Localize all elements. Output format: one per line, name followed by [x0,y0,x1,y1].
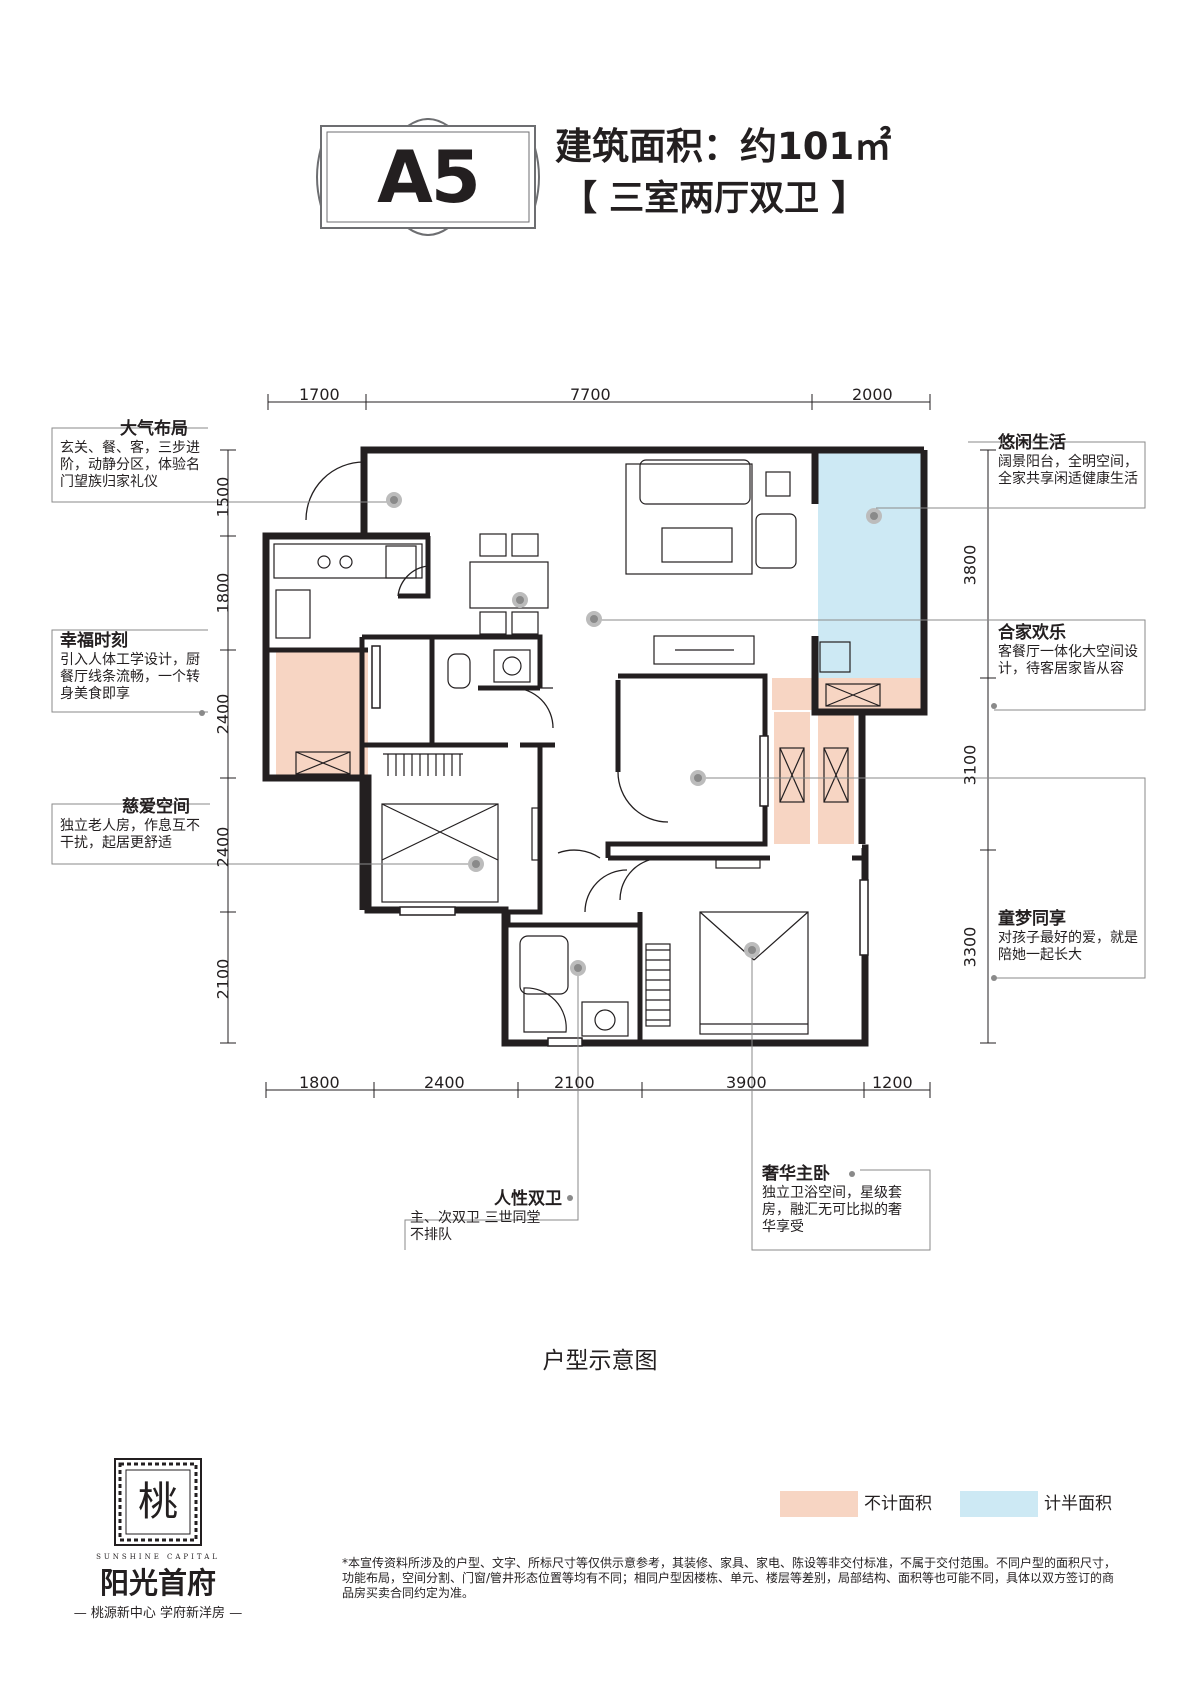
annotation-entry: 大气布局 玄关、餐、客，三步进 阶，动静分区，体验名 门望族归家礼仪 [60,419,200,490]
dim-top-1: 1700 [299,385,340,404]
annotation-bathrooms: 人性双卫 主、次双卫 三世同堂 不排队 [410,1189,562,1243]
annotation-title: 幸福时刻 [60,631,128,651]
annotation-title: 慈爱空间 [122,797,190,817]
dim-top-3: 2000 [852,385,893,404]
annotation-balcony: 悠闲生活 阔景阳台，全明空间， 全家共享闲适健康生活 [998,433,1138,487]
plan-caption: 户型示意图 [542,1348,658,1374]
layout-type: 【 三室两厅双卫 】 [562,179,867,219]
legend-label-half-counted: 计半面积 [1044,1494,1112,1514]
annotation-master-bedroom: 奢华主卧 独立卫浴空间，星级套 房，融汇无可比拟的奢 华享受 [762,1164,902,1235]
annotation-kids-room: 童梦同享 对孩子最好的爱，就是 陪她一起长大 [998,909,1138,963]
building-area-title: 建筑面积：约101㎡ [555,125,892,168]
disclaimer: *本宣传资料所涉及的户型、文字、所标尺寸等仅供示意参考，其装修、家具、家电、陈设… [342,1556,1117,1600]
unit-code: A5 [377,135,481,219]
unit-title-plate [316,118,540,236]
dim-left-1: 1500 [213,476,233,518]
annotation-title: 悠闲生活 [998,433,1066,453]
dim-bottom-2: 2400 [424,1073,465,1092]
brand-slogan: — 桃源新中心 学府新洋房 — [73,1606,243,1621]
dim-top-2: 7700 [570,385,611,404]
dim-left-2: 1800 [213,572,233,614]
dim-left-3: 2400 [213,693,233,735]
brand-seal-icon [114,1458,202,1546]
balcony-half-area [818,452,924,709]
ac-platform-area-1 [772,678,922,710]
dim-bottom-1: 1800 [299,1073,340,1092]
annotation-title: 人性双卫 [494,1189,562,1209]
brand-seal-glyph: 桃 [138,1479,178,1525]
legend-label-not-counted: 不计面积 [864,1494,932,1514]
dim-right-2: 3100 [960,744,980,786]
annotation-title: 合家欢乐 [998,623,1066,643]
dim-bottom-5: 1200 [872,1073,913,1092]
dim-right-3: 3300 [960,926,980,968]
annotation-kitchen: 幸福时刻 引入人体工学设计，厨 餐厅线条流畅，一个转 身美食即享 [60,631,200,702]
legend-swatch-half-counted [960,1491,1038,1517]
dim-left-5: 2100 [213,958,233,1000]
annotation-title: 奢华主卧 [762,1164,830,1184]
annotation-title: 童梦同享 [998,909,1066,929]
annotation-elder-room: 慈爱空间 独立老人房，作息互不 干扰，起居更舒适 [60,797,200,851]
annotation-title: 大气布局 [120,419,188,439]
annotation-living: 合家欢乐 客餐厅一体化大空间设 计，待客居家皆从容 [998,623,1138,677]
dim-bottom-3: 2100 [554,1073,595,1092]
dim-right-1: 3800 [960,544,980,586]
legend-swatch-not-counted [780,1491,858,1517]
brand-english: SUNSHINE CAPITAL [96,1553,220,1561]
dim-bottom-4: 3900 [726,1073,767,1092]
brand-chinese: 阳光首府 [99,1566,216,1600]
kitchen-storage-area [276,650,368,778]
dim-left-4: 2400 [213,826,233,868]
